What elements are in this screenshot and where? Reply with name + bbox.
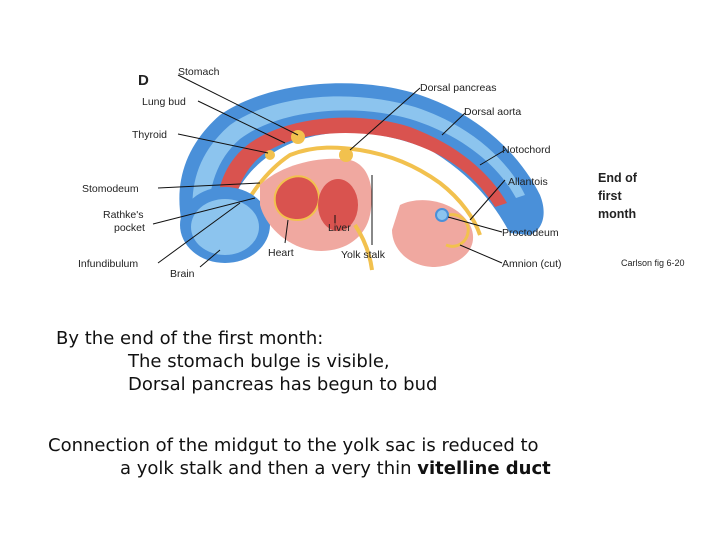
stage-label-line-3: month	[598, 207, 636, 221]
allantois-shape	[438, 213, 470, 248]
leader-proctodeum	[447, 216, 503, 233]
panel-letter: D	[138, 72, 149, 89]
vitelline-duct-term: vitelline duct	[417, 458, 551, 479]
label-yolk-stalk: Yolk stalk	[341, 249, 386, 261]
label-brain: Brain	[170, 268, 195, 280]
label-lung-bud: Lung bud	[142, 96, 186, 108]
leader-dorsal-pancreas	[349, 87, 421, 151]
para1-line-3: Dorsal pancreas has begun to bud	[128, 374, 438, 395]
embryo-figure: D Stomach Lung bud Thyroid Stomodeum Rat…	[78, 66, 638, 280]
paragraph-2: Connection of the midgut to the yolk sac…	[48, 434, 551, 480]
figure-credit: Carlson fig 6-20	[621, 258, 685, 268]
leader-thyroid	[177, 133, 269, 154]
tail-region	[392, 200, 474, 267]
label-stomach: Stomach	[178, 66, 220, 78]
label-heart: Heart	[268, 247, 294, 259]
mesoderm-band	[217, 117, 508, 237]
leader-infundibulum	[157, 202, 241, 264]
leader-brain	[199, 249, 221, 268]
leader-stomodeum	[157, 182, 261, 189]
label-allantois: Allantois	[508, 176, 548, 188]
liver-shape	[318, 179, 358, 231]
leader-stomach	[177, 74, 299, 136]
stage-label-line-1: End of	[598, 171, 638, 185]
stage-label-line-2: first	[598, 189, 622, 203]
para2-line-2-text: a yolk stalk and then a very thin	[120, 458, 418, 479]
paragraph-1: By the end of the first month: The stoma…	[56, 327, 437, 396]
leader-heart	[284, 219, 289, 244]
label-dorsal-aorta: Dorsal aorta	[464, 106, 521, 118]
label-proctodeum: Proctodeum	[502, 227, 559, 239]
heart-shape	[273, 175, 320, 222]
para2-line-1: Connection of the midgut to the yolk sac…	[48, 435, 539, 456]
label-dorsal-pancreas: Dorsal pancreas	[420, 82, 496, 94]
para2-line-2: a yolk stalk and then a very thin vitell…	[48, 457, 551, 480]
label-notochord: Notochord	[502, 144, 551, 156]
leader-notochord	[479, 149, 506, 166]
yolk-stalk-shape	[353, 223, 374, 271]
gut-tube	[228, 145, 482, 236]
para1-line-2: The stomach bulge is visible,	[128, 351, 390, 372]
leader-amnion	[459, 244, 503, 264]
label-amnion-cut: Amnion (cut)	[502, 258, 562, 270]
proctodeum-shape	[435, 208, 449, 222]
brain-inner	[191, 199, 259, 255]
thyroid-bud	[265, 150, 275, 160]
leader-allantois	[469, 179, 506, 221]
label-thyroid: Thyroid	[132, 129, 167, 141]
label-liver: Liver	[328, 222, 351, 234]
leader-rathke	[152, 197, 256, 225]
label-rathkes-pocket-2: pocket	[114, 222, 145, 234]
label-rathkes-pocket-1: Rathke's	[103, 209, 144, 221]
label-stomodeum: Stomodeum	[82, 183, 139, 195]
aorta-stripe	[242, 138, 485, 215]
label-infundibulum: Infundibulum	[78, 258, 138, 270]
leader-lung-bud	[197, 100, 286, 144]
dorsal-pancreas-bud	[339, 148, 353, 162]
para1-line-1: By the end of the first month:	[56, 328, 324, 349]
leader-dorsal-aorta	[441, 112, 466, 136]
